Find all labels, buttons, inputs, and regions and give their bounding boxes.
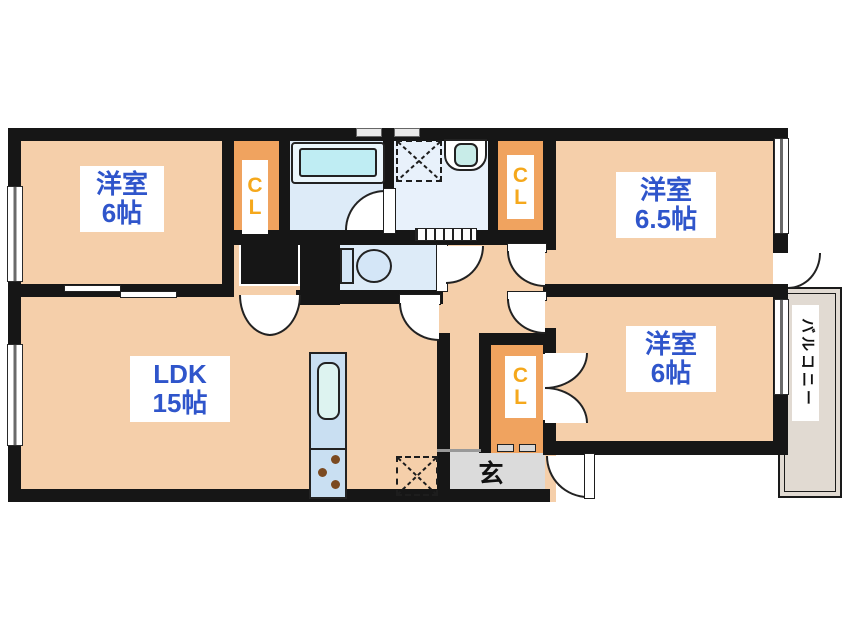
door-gap <box>543 299 556 328</box>
entrance-step-line <box>437 449 481 452</box>
wall <box>488 128 498 235</box>
room-name: 洋室 <box>639 175 692 206</box>
washing-machine-area <box>396 140 442 182</box>
vent-window <box>356 128 382 137</box>
toilet-bowl <box>356 249 392 283</box>
vanity-basin <box>454 143 478 167</box>
wall <box>479 333 556 345</box>
entrance-label: 玄 <box>478 460 504 488</box>
room-label-bedroom-ne: 洋室 6.5帖 <box>616 172 716 238</box>
sliding-door-panel <box>120 291 177 298</box>
toilet-tank <box>340 248 354 284</box>
vent-window <box>394 128 420 137</box>
door-gap <box>543 250 556 284</box>
balcony-door-gap <box>773 253 788 288</box>
shoe-cabinet-door <box>519 444 536 452</box>
room-size: 6帖 <box>101 198 143 228</box>
room-label-bedroom-nw: 洋室 6帖 <box>80 166 164 232</box>
room-name: LDK <box>153 359 207 390</box>
wall <box>543 284 788 297</box>
room-label-ldk: LDK 15帖 <box>130 356 230 422</box>
kitchen-sink <box>317 362 340 420</box>
balcony-label-strip: バルコニー <box>792 305 819 421</box>
sliding-door-panel <box>64 285 121 292</box>
sliding-door-track <box>415 228 477 241</box>
bathroom-door-leaf <box>383 188 396 234</box>
wall <box>383 128 394 190</box>
room-name: 洋室 <box>95 169 148 200</box>
kitchen-divider <box>310 448 346 450</box>
room-size: 6帖 <box>650 358 692 388</box>
window <box>774 138 789 234</box>
wall <box>479 333 491 453</box>
bathtub-inner <box>299 148 377 177</box>
room-size: 6.5帖 <box>634 204 698 234</box>
closet-3-label: CL <box>505 356 536 418</box>
room-name: 洋室 <box>644 329 697 360</box>
room-size: 15帖 <box>152 388 208 418</box>
wall <box>222 128 234 297</box>
closet-label-text: CL <box>247 173 263 219</box>
room-label-bedroom-e: 洋室 6帖 <box>626 326 716 392</box>
wall <box>279 128 290 235</box>
wall <box>437 333 450 502</box>
refrigerator-cross <box>397 457 437 495</box>
closet-2-label: CL <box>507 155 534 219</box>
closet-label-text: CL <box>512 363 529 409</box>
entrance-floor <box>437 451 545 491</box>
window <box>7 186 23 282</box>
window <box>7 344 23 446</box>
entrance-door-leaf <box>584 453 595 499</box>
stove-burner <box>318 468 327 477</box>
closet-label-text: CL <box>512 163 529 209</box>
stove-burner <box>331 480 340 489</box>
wall <box>8 489 550 502</box>
storage-closet <box>239 243 300 286</box>
closet-1-label: CL <box>242 160 268 234</box>
balcony-label: バルコニー <box>799 318 816 408</box>
window <box>774 299 789 395</box>
balcony-door-arc <box>788 253 821 289</box>
refrigerator-area <box>396 456 438 496</box>
wall <box>543 418 556 443</box>
stove-burner <box>331 455 340 464</box>
washing-machine-cross <box>397 141 441 181</box>
shoe-cabinet-door <box>497 444 514 452</box>
wall <box>543 441 788 455</box>
wall <box>543 128 556 238</box>
